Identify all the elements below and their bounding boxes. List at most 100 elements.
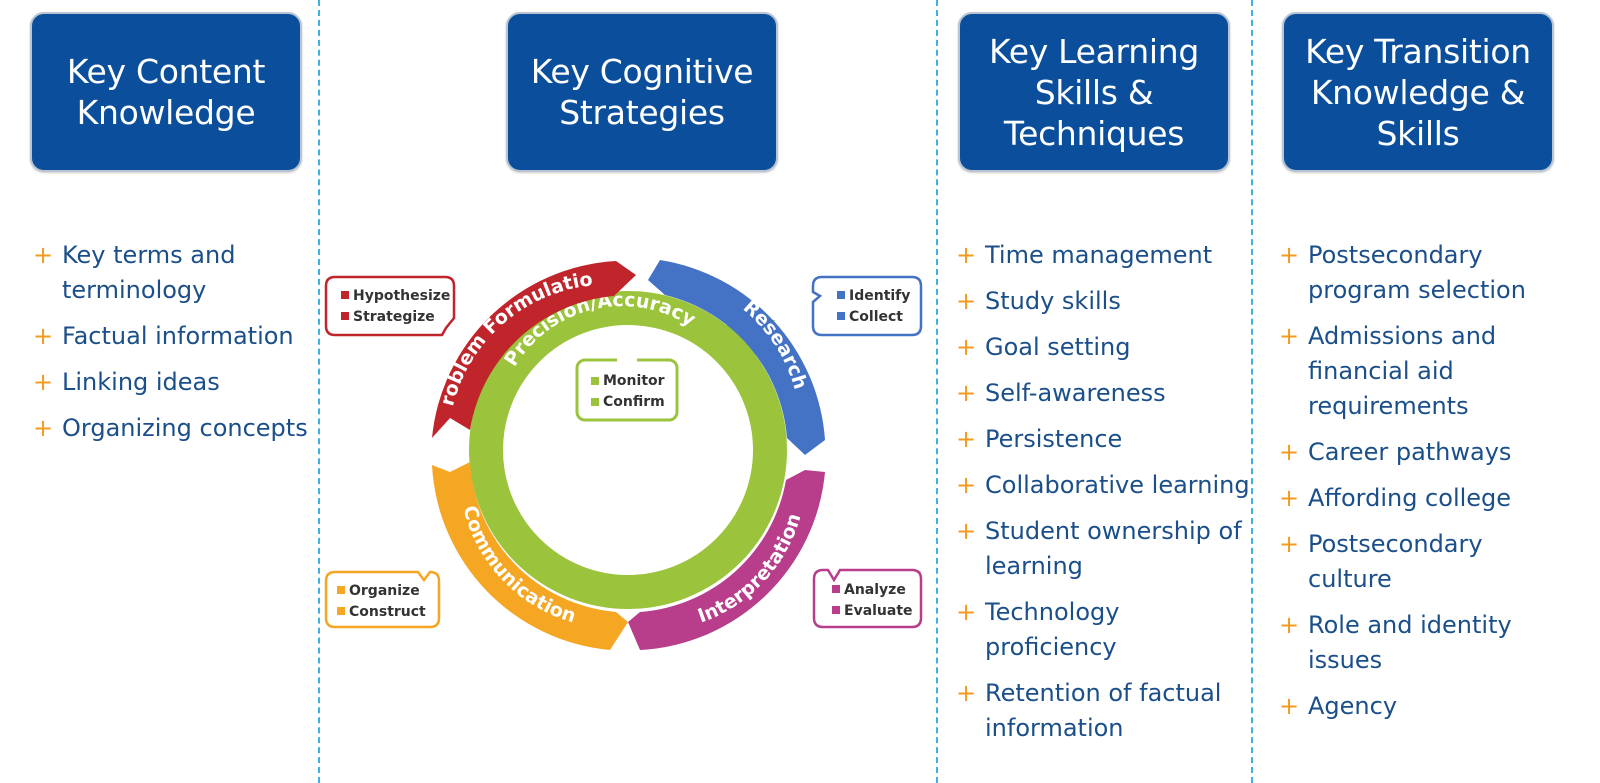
callout-item-collect: Collect: [849, 309, 903, 325]
list-item-text: Admissions and financial aid requirement…: [1308, 322, 1497, 420]
bullet-square: [591, 377, 599, 385]
plus-bullet-icon: +: [956, 598, 977, 626]
plus-bullet-icon: +: [1279, 611, 1300, 639]
plus-bullet-icon: +: [956, 379, 977, 407]
plus-bullet-icon: +: [1279, 438, 1300, 466]
center-callout-notch: [617, 356, 637, 364]
center-item-monitor: Monitor: [603, 373, 665, 389]
callout-box: [324, 570, 441, 629]
bullet-square: [832, 585, 840, 593]
problem-formulation-arc: [432, 261, 636, 438]
plus-bullet-icon: +: [1279, 241, 1300, 269]
list-item: + Technology proficiency: [956, 595, 1256, 665]
callout-item-evaluate: Evaluate: [844, 603, 913, 619]
center-callout-box: [575, 358, 679, 422]
plus-bullet-icon: +: [956, 241, 977, 269]
list-item: + Affording college: [1279, 481, 1579, 516]
header-title: Key Learning Skills & Techniques: [989, 31, 1199, 153]
header-title: Key Cognitive Strategies: [530, 52, 754, 132]
bullet-square: [337, 607, 345, 615]
list-item: +Retention of factual information: [956, 676, 1256, 746]
header-key-content-knowledge: Key Content Knowledge: [30, 12, 302, 172]
research-arc: [648, 260, 825, 455]
bullet-square: [337, 586, 345, 594]
list-item-text: Student ownership of learning: [985, 517, 1242, 580]
list-item-text: Technology proficiency: [985, 598, 1120, 661]
list-item: + Study skills: [956, 284, 1256, 319]
list-item-text: Affording college: [1308, 484, 1512, 512]
plus-bullet-icon: +: [956, 425, 977, 453]
plus-bullet-icon: +: [33, 368, 54, 396]
center-callout: Monitor Confirm: [575, 356, 679, 422]
plus-bullet-icon: +: [956, 679, 977, 707]
callout-item-construct: Construct: [349, 604, 426, 620]
callout-item-analyze: Analyze: [844, 582, 906, 598]
plus-bullet-icon: +: [1279, 692, 1300, 720]
list-item: + Postsecondary culture: [1279, 527, 1579, 597]
list-item-text: Goal setting: [985, 333, 1131, 361]
list-item-text: Key terms and terminology: [62, 241, 236, 304]
learning-skills-list: + Time management + Study skills + Goal setti…: [956, 238, 1256, 757]
list-item: + Agency: [1279, 689, 1579, 724]
list-item-text: Time management: [985, 241, 1213, 269]
callout-item-strategize: Strategize: [353, 309, 435, 325]
interpretation-arc: [628, 470, 825, 650]
list-item: + Persistence: [956, 422, 1256, 457]
bullet-square: [837, 291, 845, 299]
list-item-text: Career pathways: [1308, 438, 1512, 466]
list-item-text: Self-awareness: [985, 379, 1166, 407]
callout-item-hypothesize: Hypothesize: [353, 288, 450, 304]
list-item: +Organizing concepts: [33, 411, 318, 446]
list-item: + Time management: [956, 238, 1256, 273]
list-item: + Role and identity issues: [1279, 608, 1579, 678]
callout-communication: Organize Construct: [324, 570, 441, 629]
list-item-text: Factual information: [62, 322, 294, 350]
list-item: + Factual information: [33, 319, 318, 354]
bullet-square: [341, 312, 349, 320]
list-item: + Key terms and terminology: [33, 238, 318, 308]
plus-bullet-icon: +: [1279, 484, 1300, 512]
header-key-cognitive-strategies: Key Cognitive Strategies: [506, 12, 778, 172]
plus-bullet-icon: +: [956, 471, 977, 499]
list-item-text: Study skills: [985, 287, 1121, 315]
transition-skills-list: + Postsecondary program selection + Admissi…: [1279, 238, 1579, 735]
plus-bullet-icon: +: [1279, 530, 1300, 558]
plus-bullet-icon: +: [956, 287, 977, 315]
communication-arc: [432, 462, 628, 650]
bullet-square: [341, 291, 349, 299]
list-item: + Self-awareness: [956, 376, 1256, 411]
column-divider-3: [1251, 0, 1253, 783]
cognitive-strategies-cycle: Precision/Accuracy Problem Formulation R…: [320, 240, 923, 650]
list-item: + Postsecondary program selection: [1279, 238, 1579, 308]
callout-box: [324, 275, 456, 337]
list-item-text: Postsecondary culture: [1308, 530, 1483, 593]
list-item-text: Agency: [1308, 692, 1398, 720]
list-item-text: Postsecondary program selection: [1308, 241, 1526, 304]
column-divider-2: [936, 0, 938, 783]
plus-bullet-icon: +: [956, 517, 977, 545]
plus-bullet-icon: +: [33, 414, 54, 442]
list-item-text: Linking ideas: [62, 368, 220, 396]
header-key-learning-skills: Key Learning Skills & Techniques: [958, 12, 1230, 172]
callout-item-organize: Organize: [349, 583, 420, 599]
callout-box: [811, 275, 923, 337]
list-item-text: Persistence: [985, 425, 1123, 453]
callout-interpretation: Analyze Evaluate: [812, 568, 923, 629]
list-item: + Career pathways: [1279, 435, 1579, 470]
header-key-transition-knowledge: Key Transition Knowledge & Skills: [1282, 12, 1554, 172]
bullet-square: [591, 398, 599, 406]
precision-ring-arc: [469, 291, 787, 609]
list-item: + Admissions and financial aid requiremen…: [1279, 319, 1579, 424]
list-item: + Student ownership of learning: [956, 514, 1256, 584]
precision-ring: Precision/Accuracy: [469, 289, 787, 609]
list-item: + Collaborative learning: [956, 468, 1256, 503]
content-knowledge-list: + Key terms and terminology + Factual infor…: [33, 238, 318, 457]
list-item-text: Role and identity issues: [1308, 611, 1512, 674]
plus-bullet-icon: +: [1279, 322, 1300, 350]
plus-bullet-icon: +: [33, 322, 54, 350]
callout-research: Identify Collect: [811, 275, 923, 337]
plus-bullet-icon: +: [33, 241, 54, 269]
list-item-text: Collaborative learning: [985, 471, 1250, 499]
center-item-confirm: Confirm: [603, 394, 665, 410]
callout-box: [812, 568, 923, 629]
